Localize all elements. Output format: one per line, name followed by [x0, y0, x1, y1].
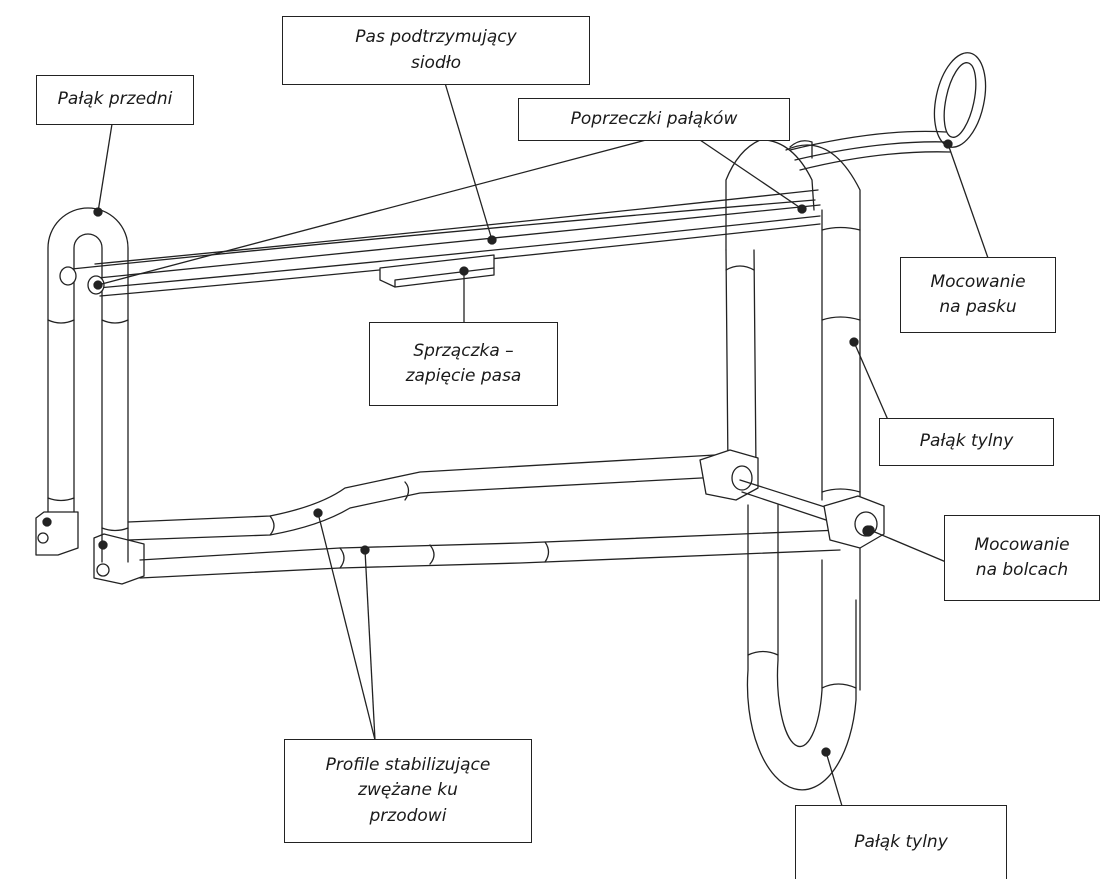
front-hoop — [47, 207, 129, 563]
label-buckle-line2: zapięcie pasa — [405, 366, 522, 386]
label-profiles-line1: Profile stabilizujące — [325, 754, 491, 775]
leader-crossbars-a — [97, 139, 647, 286]
label-buckle-line1: Sprzączka – — [413, 340, 514, 361]
label-saddle-strap-line1: Pas podtrzymujący — [355, 27, 517, 47]
leader-lines — [93, 82, 989, 807]
label-profiles-line3: przodowi — [369, 805, 447, 826]
front-base-plates — [35, 511, 145, 585]
label-front-hoop: Pałąk przedni — [36, 75, 194, 125]
label-saddle-strap-line2: siodło — [410, 52, 462, 73]
label-rear-hoop-lower: Pałąk tylny — [795, 805, 1007, 879]
leader-rear-hoop-lower — [825, 751, 843, 807]
label-pin-mount: Mocowanie na bolcach — [944, 515, 1100, 601]
leader-strap-mount — [947, 143, 989, 259]
leader-profiles-a — [317, 512, 376, 741]
label-rear-hoop-upper-line1: Pałąk tylny — [919, 431, 1014, 452]
label-buckle: Sprzączka – zapięcie pasa — [369, 322, 558, 406]
label-strap-mount-line2: na pasku — [939, 297, 1017, 317]
label-profiles: Profile stabilizujące zwężane ku przodow… — [284, 739, 532, 843]
crossbars — [59, 199, 816, 295]
label-crossbars-line1: Poprzeczki pałąków — [570, 108, 738, 129]
label-strap-mount-line1: Mocowanie — [930, 271, 1026, 292]
leader-front-hoop — [97, 123, 113, 213]
strap-mount — [789, 52, 987, 171]
label-rear-hoop-lower-line1: Pałąk tylny — [854, 831, 948, 852]
label-pin-mount-line1: Mocowanie — [974, 534, 1070, 555]
leader-profiles-b — [364, 549, 376, 741]
leader-rear-hoop-upper — [853, 341, 889, 421]
pin-mounts — [699, 449, 885, 549]
label-crossbars: Poprzeczki pałąków — [518, 98, 790, 141]
label-pin-mount-line2: na bolcach — [975, 560, 1069, 580]
label-strap-mount: Mocowanie na pasku — [900, 257, 1056, 333]
leader-crossbars-b — [699, 139, 803, 210]
saddle-strap — [94, 189, 821, 297]
label-saddle-strap: Pas podtrzymujący siodło — [282, 16, 590, 85]
leader-pin-mount — [869, 529, 947, 563]
label-front-hoop-line1: Pałąk przedni — [57, 89, 173, 110]
stabilizing-profiles — [127, 454, 841, 579]
leader-saddle-strap — [444, 82, 493, 241]
label-profiles-line2: zwężane ku — [358, 780, 458, 801]
label-rear-hoop-upper: Pałąk tylny — [879, 418, 1054, 466]
